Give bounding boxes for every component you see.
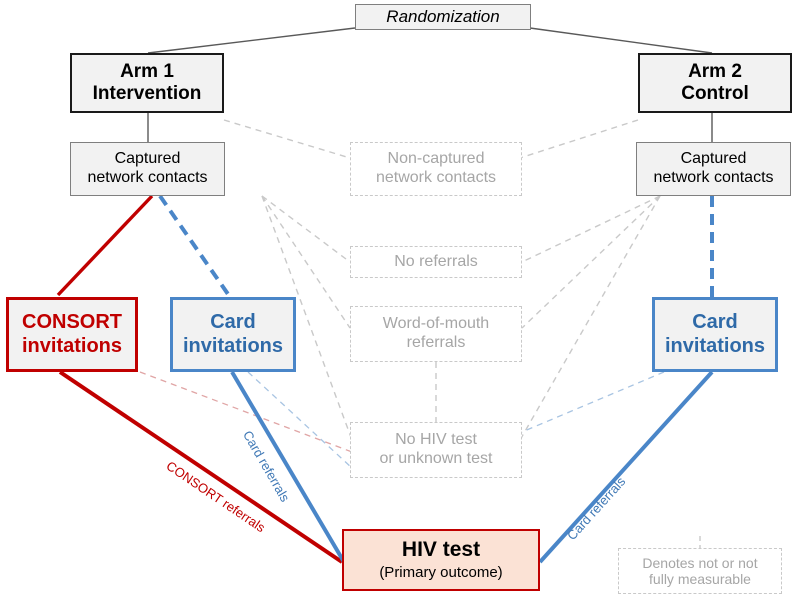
node-no-referrals-label: No referrals	[394, 252, 478, 270]
edge-arm2-to-non-captured	[519, 119, 639, 159]
edge-randomization-to-arm2	[529, 27, 713, 54]
node-consort-invitations-line1: CONSORT	[22, 311, 122, 334]
node-randomization[interactable]: Randomization	[355, 4, 531, 30]
legend-not-fully-measurable: Denotes not or not fully measurable	[618, 548, 782, 594]
node-arm1[interactable]: Arm 1 Intervention	[70, 53, 224, 113]
edge-captured-right-to-word-of-mouth	[521, 195, 661, 329]
legend-line2: fully measurable	[649, 571, 751, 587]
node-hiv-test-line2: (Primary outcome)	[379, 564, 503, 582]
edge-captured-left-to-consort	[56, 194, 154, 297]
node-no-hiv-test[interactable]: No HIV test or unknown test	[350, 422, 522, 478]
node-card-invitations-right-line1: Card	[692, 311, 738, 334]
node-card-invitations-left-line2: invitations	[182, 334, 283, 357]
node-word-of-mouth-line1: Word-of-mouth	[382, 315, 490, 333]
edge-card-left-to-outcome	[230, 370, 346, 564]
node-card-invitations-right-line2: invitations	[664, 334, 765, 357]
node-word-of-mouth-referrals[interactable]: Word-of-mouth referrals	[350, 306, 522, 362]
node-arm1-line2: Intervention	[92, 83, 202, 104]
node-card-invitations-right[interactable]: Card invitations	[652, 297, 778, 372]
edge-card-right-to-no-hiv-test	[521, 371, 665, 433]
node-non-captured-network-contacts[interactable]: Non-captured network contacts	[350, 142, 522, 196]
node-hiv-test-outcome[interactable]: HIV test (Primary outcome)	[342, 529, 540, 591]
node-no-hiv-test-line1: No HIV test	[395, 431, 477, 449]
node-arm1-line1: Arm 1	[120, 60, 174, 82]
node-randomization-label: Randomization	[386, 7, 500, 27]
edge-captured-left-to-word-of-mouth	[261, 195, 351, 329]
edge-card-left-to-no-hiv-test	[247, 371, 353, 469]
node-consort-invitations-line2: invitations	[21, 334, 122, 357]
node-non-captured-line2: network contacts	[375, 169, 497, 186]
edge-captured-right-to-no-referrals	[521, 195, 661, 263]
edge-consort-to-outcome	[58, 370, 344, 564]
node-arm2-line1: Arm 2	[688, 60, 742, 82]
node-arm2-line2: Control	[681, 83, 749, 104]
node-non-captured-line1: Non-captured	[387, 150, 485, 168]
node-card-invitations-left[interactable]: Card invitations	[170, 297, 296, 372]
node-captured-network-contacts-left[interactable]: Captured network contacts	[70, 142, 225, 196]
edge-captured-left-to-card-left	[158, 194, 232, 299]
edge-captured-right-to-no-hiv-test	[519, 195, 661, 441]
node-captured-right-line1: Captured	[680, 150, 747, 168]
edge-card-right-to-outcome	[538, 370, 714, 564]
node-word-of-mouth-line2: referrals	[406, 334, 466, 351]
node-no-referrals[interactable]: No referrals	[350, 246, 522, 278]
edge-randomization-to-arm1	[147, 27, 356, 54]
node-captured-network-contacts-right[interactable]: Captured network contacts	[636, 142, 791, 196]
edge-arm1-to-non-captured	[223, 119, 351, 159]
edge-captured-left-to-no-referrals	[261, 195, 351, 263]
legend-line1: Denotes not or not	[642, 554, 758, 571]
node-captured-right-line2: network contacts	[653, 169, 774, 186]
edge-consort-to-no-hiv-test	[139, 371, 353, 453]
node-captured-left-line1: Captured	[114, 150, 181, 168]
node-captured-left-line2: network contacts	[87, 169, 208, 186]
node-consort-invitations[interactable]: CONSORT invitations	[6, 297, 138, 372]
node-hiv-test-line1: HIV test	[401, 538, 481, 562]
node-no-hiv-test-line2: or unknown test	[379, 450, 493, 467]
node-card-invitations-left-line1: Card	[210, 311, 256, 334]
node-arm2[interactable]: Arm 2 Control	[638, 53, 792, 113]
